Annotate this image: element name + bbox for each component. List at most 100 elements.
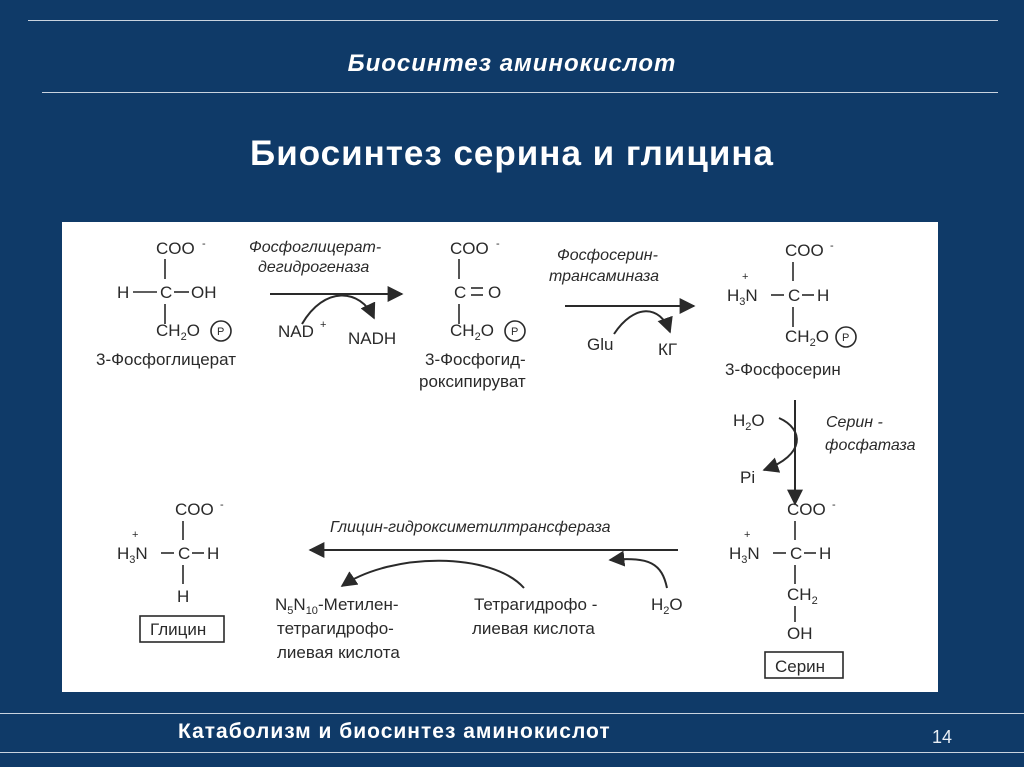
ch2o-ch: CH: [785, 327, 810, 346]
coo-group: COO: [787, 500, 826, 519]
n10-n: N: [293, 595, 305, 614]
h3n-n: N: [747, 544, 759, 563]
pi-label: Pi: [740, 468, 755, 487]
molecule-3-phosphohydroxypyruvate: COO - C O CH2O P 3-Фосфогид- роксипирува…: [419, 238, 526, 391]
step4-labels: Глицин-гидроксиметилтрансфераза H2O N5N1…: [275, 519, 683, 662]
h3n-h: H: [729, 544, 741, 563]
charge-minus: -: [496, 238, 500, 250]
svg-text:H2O: H2O: [733, 411, 765, 433]
footer-title: Катаболизм и биосинтез аминокислот: [178, 720, 611, 743]
h2o-sub: 2: [745, 421, 751, 433]
hydrogen-bottom: H: [177, 587, 189, 606]
ch2o-ch: CH: [156, 321, 181, 340]
phosphate-circles: [210, 320, 857, 348]
carbon: C: [160, 283, 172, 302]
phosphate-label: P: [511, 326, 518, 338]
molecule-3-phosphoglycerate: COO - H C OH CH2O P 3-Фосфоглицерат: [96, 238, 236, 369]
enzyme3-line1: Серин -: [826, 414, 883, 431]
nad-charge: +: [320, 319, 326, 331]
methylene-line3: лиевая кислота: [277, 643, 400, 662]
hydrogen: H: [207, 544, 219, 563]
methylene-line2: тетрагидрофо-: [277, 619, 394, 638]
label-glycine: Глицин: [150, 620, 206, 639]
ch2o-sub: 2: [810, 337, 816, 349]
methylene-line1: -Метилен-: [318, 595, 399, 614]
svg-text:N5N10-Метилен-: N5N10-Метилен-: [275, 595, 399, 617]
step1-labels: Фосфоглицерат- дегидрогеназа NAD + NADH: [249, 239, 396, 348]
ch2o-sub: 2: [475, 331, 481, 343]
oxygen: O: [488, 283, 501, 302]
footer-bottom-rule: [0, 752, 1024, 753]
n5-n: N: [275, 595, 287, 614]
ch2o-o: O: [481, 321, 494, 340]
hydroxyl-group: OH: [191, 283, 217, 302]
ch2o-o: O: [816, 327, 829, 346]
reaction-diagram-panel: COO - H C OH CH2O P 3-Фосфоглицерат Фосф…: [62, 222, 938, 692]
hydrogen: H: [819, 544, 831, 563]
svg-text:H3N: H3N: [727, 286, 758, 308]
reaction-arrows: [270, 286, 803, 589]
ch2o-ch: CH: [450, 321, 475, 340]
charge-minus: -: [220, 499, 224, 511]
h3n-sub: 3: [739, 296, 745, 308]
coo-group: COO: [450, 239, 489, 258]
charge-minus: -: [202, 238, 206, 250]
arrow-nad-curve: [301, 294, 376, 325]
ch2-sub: 2: [812, 595, 818, 607]
charge-plus: +: [742, 271, 748, 283]
h2o-h: H: [651, 595, 663, 614]
carbon: C: [178, 544, 190, 563]
molecule-3-phosphoserine: COO - + H3N C H CH2O P 3-Фосфосерин: [725, 240, 849, 379]
h2o-o: O: [669, 595, 682, 614]
glu-label: Glu: [587, 335, 613, 354]
reaction-diagram: COO - H C OH CH2O P 3-Фосфоглицерат Фосф…: [96, 238, 916, 679]
charge-minus: -: [832, 499, 836, 511]
h2o-h: H: [733, 411, 745, 430]
charge-plus: +: [132, 529, 138, 541]
kg-label: КГ: [658, 340, 677, 359]
svg-text:CH2O: CH2O: [785, 327, 829, 349]
svg-text:H3N: H3N: [117, 544, 148, 566]
hydrogen: H: [117, 283, 129, 302]
arrow-glu-curve: [613, 310, 673, 335]
ch2o-o: O: [187, 321, 200, 340]
label-boxes: [139, 615, 844, 679]
footer-top-rule: [0, 713, 1024, 714]
svg-text:H3N: H3N: [729, 544, 760, 566]
h3n-n: N: [745, 286, 757, 305]
label-serine: Серин: [775, 657, 825, 676]
h3n-sub: 3: [129, 554, 135, 566]
carbon: C: [454, 283, 466, 302]
slide-title: Биосинтез серина и глицина: [250, 134, 774, 173]
hydrogen: H: [817, 286, 829, 305]
carbon: C: [788, 286, 800, 305]
hydroxyl-group: OH: [787, 624, 813, 643]
thf-line2: лиевая кислота: [472, 619, 595, 638]
coo-group: COO: [175, 500, 214, 519]
h3n-n: N: [135, 544, 147, 563]
n10-sub: 10: [306, 605, 318, 617]
step2-labels: Фосфосерин- трансаминаза Glu КГ: [549, 247, 677, 359]
arrow-h2o-curve: [762, 417, 798, 473]
ch2o-sub: 2: [181, 331, 187, 343]
header-bottom-rule: [42, 92, 998, 93]
coo-group: COO: [156, 239, 195, 258]
phosphate-label: P: [842, 332, 849, 344]
h2o-sub: 2: [663, 605, 669, 617]
nad-label: NAD: [278, 322, 314, 341]
carbon: C: [790, 544, 802, 563]
nadh-label: NADH: [348, 329, 396, 348]
arrow-h2o-curve-2: [608, 550, 668, 589]
enzyme2-line2: трансаминаза: [549, 268, 659, 285]
svg-text:CH2: CH2: [787, 585, 818, 607]
charge-minus: -: [830, 240, 834, 252]
label-line2: роксипируват: [419, 372, 526, 391]
phosphate-label: P: [217, 326, 224, 338]
header-title: Биосинтез аминокислот: [347, 50, 677, 77]
label-3-phosphoserine: 3-Фосфосерин: [725, 360, 841, 379]
enzyme1-line1: Фосфоглицерат-: [249, 239, 381, 256]
label-3-phosphoglycerate: 3-Фосфоглицерат: [96, 350, 236, 369]
charge-plus: +: [744, 529, 750, 541]
enzyme3-line2: фосфатаза: [825, 437, 916, 454]
svg-text:CH2O: CH2O: [156, 321, 200, 343]
